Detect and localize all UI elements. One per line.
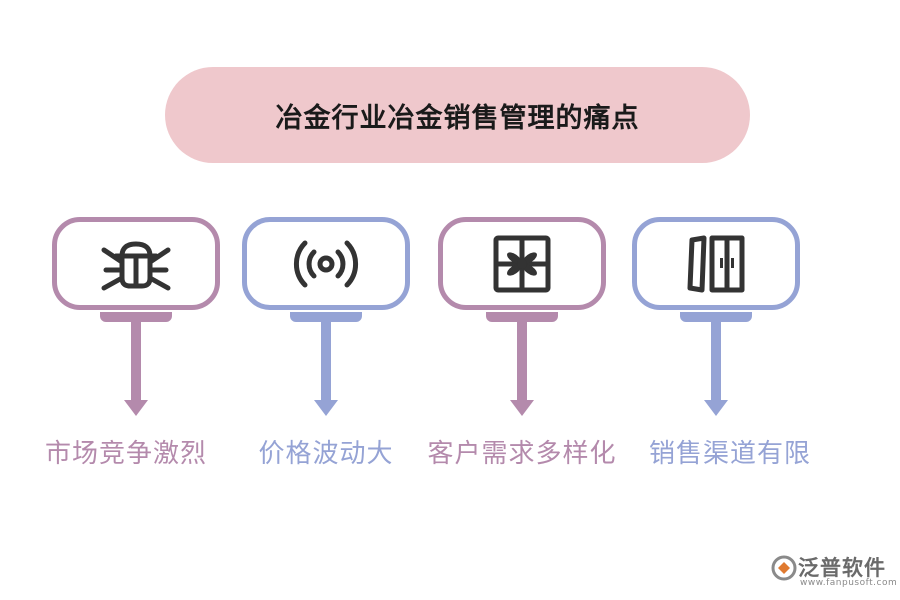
card-base-1 xyxy=(100,312,172,322)
title-banner: 冶金行业冶金销售管理的痛点 xyxy=(165,67,750,163)
down-arrow-4 xyxy=(704,322,728,416)
signal-waves-icon xyxy=(293,240,359,287)
pain-point-label-3: 客户需求多样化 xyxy=(427,439,617,469)
pain-point-card-4 xyxy=(632,217,800,310)
pain-point-card-2 xyxy=(242,217,410,310)
pain-point-label-2: 价格波动大 xyxy=(258,439,394,469)
pain-point-card-3 xyxy=(438,217,606,310)
down-arrow-2 xyxy=(314,322,338,416)
logo-mark-icon xyxy=(771,555,797,581)
card-base-3 xyxy=(486,312,558,322)
bug-icon xyxy=(101,241,171,290)
pain-point-label-1: 市场竞争激烈 xyxy=(44,439,207,469)
logo-url: www.fanpusoft.com xyxy=(800,578,898,588)
pain-point-label-4: 销售渠道有限 xyxy=(648,439,811,469)
logo-name: 泛普软件 xyxy=(798,556,886,580)
card-base-2 xyxy=(290,312,362,322)
pain-point-card-1 xyxy=(52,217,220,310)
down-arrow-1 xyxy=(124,322,148,416)
down-arrow-3 xyxy=(510,322,534,416)
doors-icon xyxy=(687,235,745,292)
card-base-4 xyxy=(680,312,752,322)
brand-logo: 泛普软件 www.fanpusoft.com xyxy=(770,552,898,592)
diagram-title: 冶金行业冶金销售管理的痛点 xyxy=(275,102,640,134)
gift-box-icon xyxy=(493,235,551,292)
